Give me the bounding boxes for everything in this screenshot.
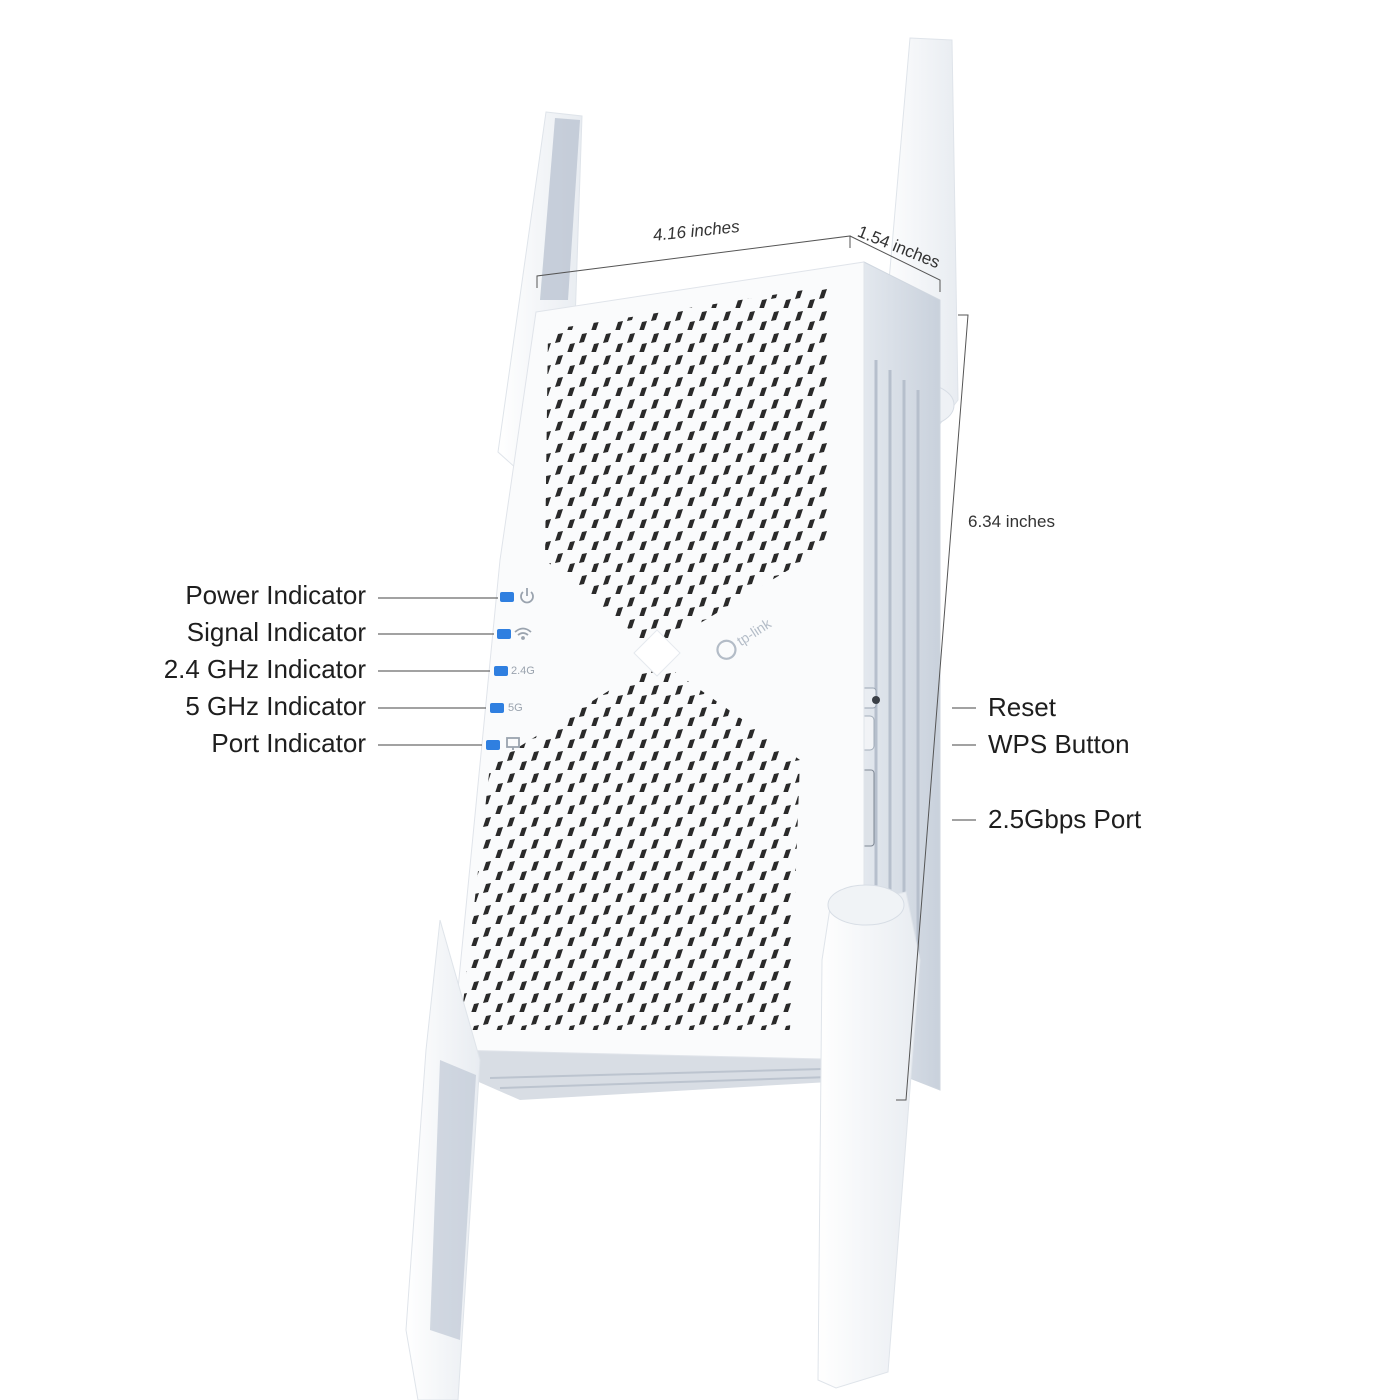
signal-indicator-label: Signal Indicator xyxy=(186,617,366,647)
band-5-text: 5G xyxy=(508,702,523,714)
power-icon xyxy=(520,588,534,604)
band-5-indicator-label: 5 GHz Indicator xyxy=(185,691,366,721)
wps-button-label: WPS Button xyxy=(988,729,1130,759)
width-dimension-line xyxy=(536,235,851,288)
reset-label: Reset xyxy=(988,692,1056,722)
port-indicator-label: Port Indicator xyxy=(211,728,366,758)
antenna-bottom-left xyxy=(405,919,481,1400)
left-leader-lines xyxy=(378,597,498,746)
monitor-icon xyxy=(506,737,520,750)
band-24-led xyxy=(494,666,508,676)
device-bottom-edge xyxy=(452,1050,864,1100)
band-5-led xyxy=(490,703,504,713)
antenna-bottom-right xyxy=(817,884,921,1389)
power-indicator-label: Power Indicator xyxy=(185,580,366,610)
power-led xyxy=(500,592,514,602)
depth-dimension-line xyxy=(849,235,941,292)
height-dimension-line xyxy=(896,314,969,1101)
device-front-face xyxy=(451,261,865,1061)
wifi-icon xyxy=(514,627,532,640)
height-dimension-label: 6.34 inches xyxy=(968,512,1055,531)
lower-vent-grille xyxy=(460,670,800,1030)
band-24-text: 2.4G xyxy=(511,665,535,677)
band-24-indicator-label: 2.4 GHz Indicator xyxy=(163,654,366,684)
upper-vent-grille xyxy=(545,286,830,640)
port-label: 2.5Gbps Port xyxy=(988,804,1142,834)
signal-led xyxy=(497,629,511,639)
led-column xyxy=(486,592,514,750)
port-led xyxy=(486,740,500,750)
right-leader-lines xyxy=(952,707,976,821)
